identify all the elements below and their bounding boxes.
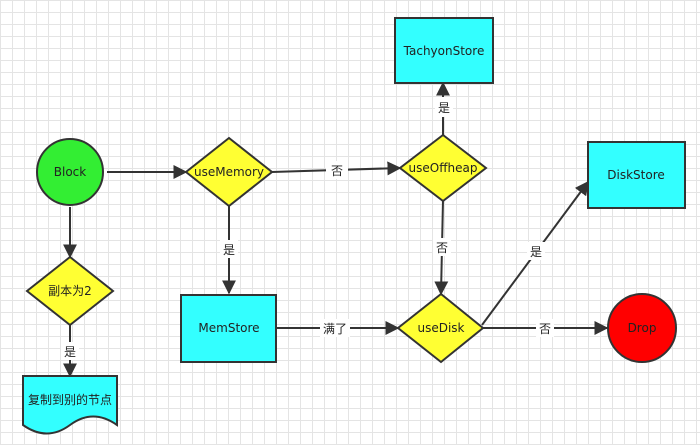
diskstore-box bbox=[587, 141, 686, 209]
edge-label-disk-to-drop: 否 bbox=[539, 322, 551, 336]
tachyonstore-box bbox=[394, 17, 494, 84]
usememory-label: useMemory bbox=[194, 165, 264, 179]
block-label: Block bbox=[54, 165, 87, 179]
node-usedisk[interactable]: useDisk bbox=[396, 292, 485, 364]
edge-label-memory-to-offheap: 否 bbox=[331, 164, 343, 178]
tachyonstore-label: TachyonStore bbox=[403, 44, 485, 58]
drop-label: Drop bbox=[628, 321, 657, 335]
useoffheap-diamond bbox=[398, 133, 488, 203]
usedisk-diamond bbox=[396, 292, 485, 364]
replica-diamond bbox=[25, 255, 115, 327]
edge-label-replica-to-copy: 是 bbox=[64, 345, 76, 359]
edge-label-memstore-to-disk: 满了 bbox=[323, 322, 347, 336]
block-circle bbox=[36, 138, 104, 206]
node-diskstore[interactable]: DiskStore bbox=[587, 141, 686, 209]
edge-label-disk-to-diskstore: 是 bbox=[530, 245, 542, 259]
memstore-label: MemStore bbox=[198, 321, 259, 335]
node-memstore[interactable]: MemStore bbox=[180, 294, 277, 363]
memstore-box bbox=[180, 294, 277, 363]
edge-label-offheap-to-tachyon: 是 bbox=[438, 101, 450, 115]
replica-label: 副本为2 bbox=[48, 284, 92, 298]
drop-circle bbox=[607, 293, 677, 363]
diskstore-label: DiskStore bbox=[607, 168, 665, 182]
copy-label: 复制到别的节点 bbox=[28, 392, 112, 407]
node-usememory[interactable]: useMemory bbox=[184, 136, 274, 208]
edge-label-memory-to-memstore: 是 bbox=[223, 243, 235, 257]
usedisk-label: useDisk bbox=[417, 321, 464, 335]
node-copy-to-other[interactable]: 复制到别的节点 bbox=[22, 375, 118, 435]
usememory-diamond bbox=[184, 136, 274, 208]
edge-label-offheap-to-disk: 否 bbox=[436, 241, 448, 255]
node-drop[interactable]: Drop bbox=[607, 293, 677, 363]
edge-labels: 否 是 是 否 是 满了 是 否 bbox=[61, 97, 554, 360]
useoffheap-label: useOffheap bbox=[409, 161, 478, 175]
copy-document-shape bbox=[22, 375, 118, 435]
node-useoffheap[interactable]: useOffheap bbox=[398, 133, 488, 203]
node-tachyonstore[interactable]: TachyonStore bbox=[394, 17, 494, 84]
node-replica-two[interactable]: 副本为2 bbox=[25, 255, 115, 327]
node-block[interactable]: Block bbox=[36, 138, 104, 206]
